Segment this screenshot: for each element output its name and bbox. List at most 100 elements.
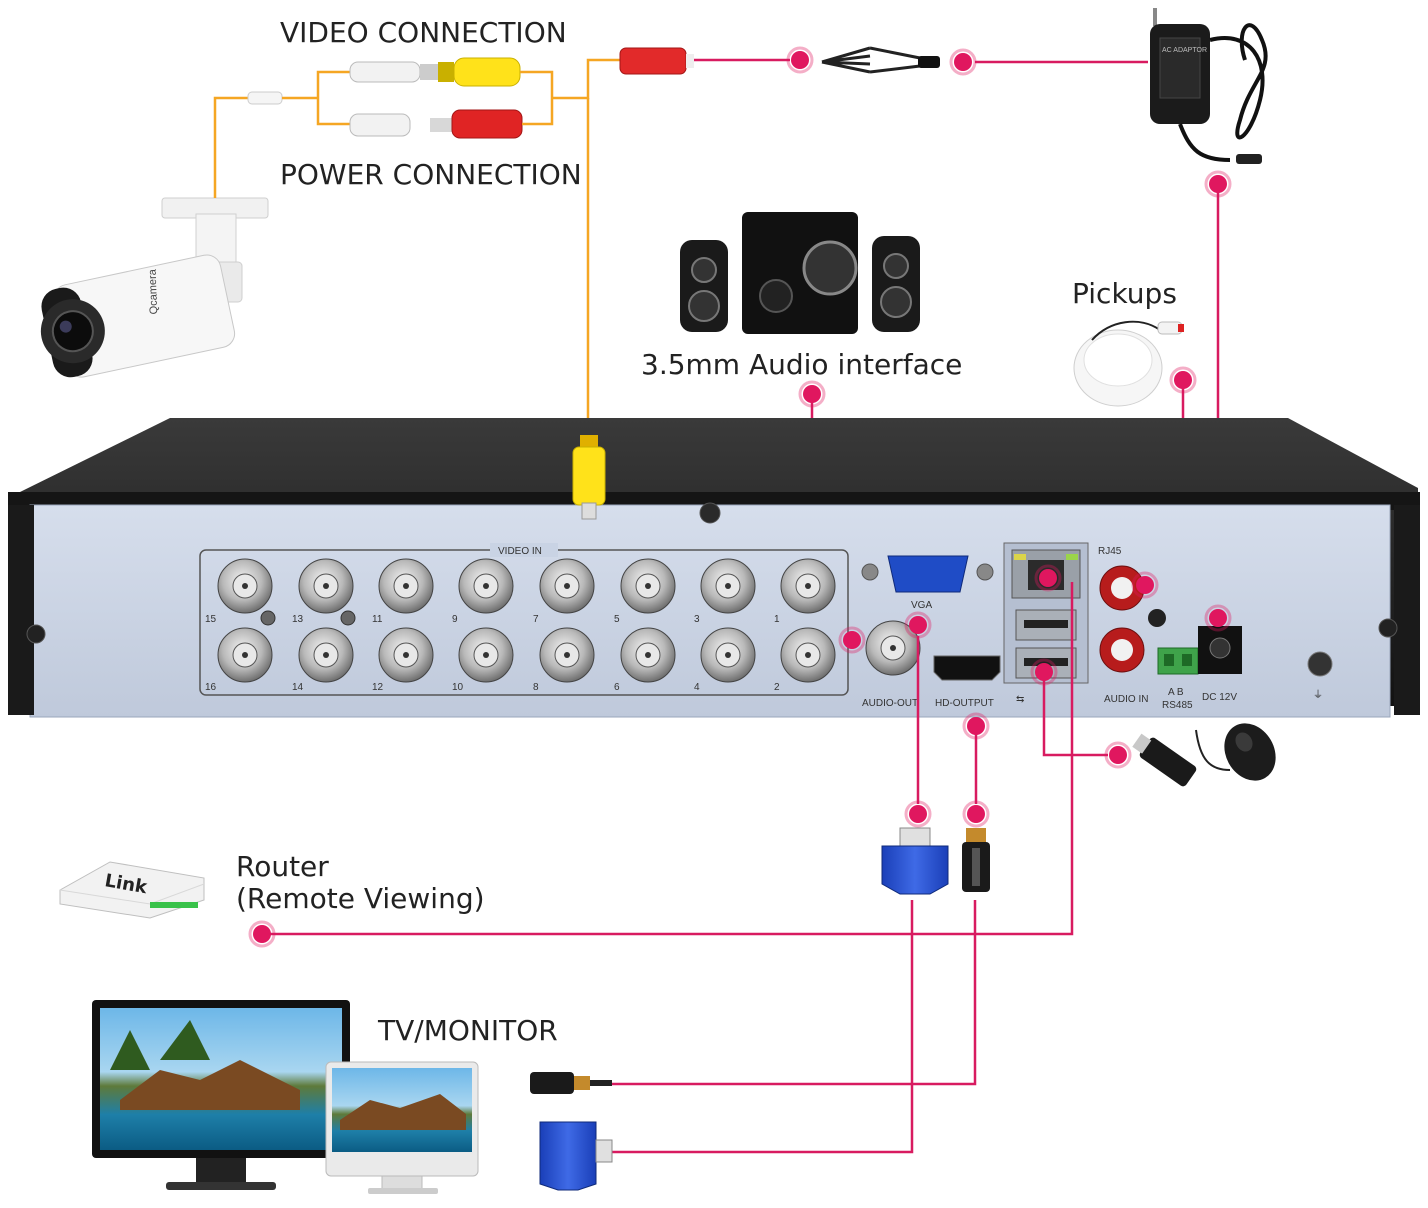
ground-symbol: ⏚ <box>1313 689 1323 701</box>
video-in-port-12 <box>378 627 434 683</box>
audio-in-port-label: AUDIO IN <box>1104 694 1148 705</box>
mouse-icon <box>1195 723 1276 781</box>
camera-brand: Qcamera <box>147 268 161 315</box>
connection-dots <box>248 46 1232 948</box>
port-number-11: 11 <box>372 614 383 625</box>
connection-dot-6 <box>1131 571 1159 599</box>
video-in-port-7 <box>539 558 595 614</box>
port-number-3: 3 <box>694 614 700 625</box>
video-connection-label: VIDEO CONNECTION <box>280 16 567 49</box>
vga-to-monitor-wire <box>612 900 914 1154</box>
video-in-port-5 <box>620 558 676 614</box>
router-remote-label: (Remote Viewing) <box>236 882 485 915</box>
hdmi-plug-icon <box>962 828 990 892</box>
dc12v-port-label: DC 12V <box>1202 692 1237 703</box>
port-number-12: 12 <box>372 682 384 693</box>
video-power-junction <box>520 58 622 126</box>
hd-output-port-label: HD-OUTPUT <box>935 698 994 709</box>
connection-dot-4 <box>798 380 826 408</box>
connection-dot-15 <box>1104 741 1132 769</box>
hdmi-port <box>933 655 1001 681</box>
audio-out-port <box>865 620 921 676</box>
audio-out-port-label: AUDIO-OUT <box>862 698 918 709</box>
port-number-1: 1 <box>774 614 780 625</box>
hdmi-plug-tv-icon <box>530 1072 612 1094</box>
speakers-icon <box>680 212 920 334</box>
audio-interface-label: 3.5mm Audio interface <box>641 348 962 381</box>
connection-dot-7 <box>1034 564 1062 592</box>
vga-port <box>861 555 994 593</box>
rs485-ab-label: A B <box>1168 687 1184 698</box>
video-in-port-8 <box>539 627 595 683</box>
connection-dot-3 <box>1204 170 1232 198</box>
tv-monitor-label: TV/MONITOR <box>377 1014 558 1047</box>
video-in-port-14 <box>298 627 354 683</box>
connection-dot-11 <box>962 712 990 740</box>
red-power-plug <box>619 47 694 75</box>
video-in-port-3 <box>700 558 756 614</box>
port-number-16: 16 <box>205 682 217 693</box>
router-icon: Link <box>59 861 205 919</box>
connection-dot-10 <box>904 611 932 639</box>
power-connection-label: POWER CONNECTION <box>280 158 582 191</box>
connection-dot-1 <box>786 46 814 74</box>
dc12v-port <box>1198 626 1242 674</box>
vga-port-label: VGA <box>911 600 932 611</box>
video-rca-connector <box>349 57 521 87</box>
video-in-port-1 <box>780 558 836 614</box>
splitter-icon <box>821 46 940 74</box>
video-in-port-4 <box>700 627 756 683</box>
connection-dot-16 <box>248 920 276 948</box>
vga-plug-monitor-icon <box>539 1121 613 1191</box>
usb-drive-icon <box>1132 733 1197 787</box>
hdmi-to-tv-wire <box>612 900 977 1086</box>
connection-dot-14 <box>962 800 990 828</box>
port-number-6: 6 <box>614 682 620 693</box>
rj45-port-label: RJ45 <box>1098 546 1122 557</box>
video-in-port-11 <box>378 558 434 614</box>
monitor-icon <box>325 1061 479 1194</box>
port-number-14: 14 <box>292 682 304 693</box>
tv-icon <box>92 1000 350 1190</box>
connection-dot-13 <box>904 800 932 828</box>
camera-icon: Qcamera <box>40 197 269 378</box>
port-number-9: 9 <box>452 614 458 625</box>
connection-dot-8 <box>1204 604 1232 632</box>
port-number-10: 10 <box>452 682 464 693</box>
port-number-7: 7 <box>533 614 539 625</box>
usb-symbol: ⇆ <box>1016 694 1024 705</box>
power-dc-connector <box>349 109 523 139</box>
vga-plug-icon <box>881 827 949 895</box>
connection-dot-9 <box>838 626 866 654</box>
video-plug-in-dvr <box>572 435 606 520</box>
power-adapter-icon: AC ADAPTOR <box>1150 8 1268 164</box>
router-label: Router <box>236 850 329 883</box>
video-in-port-16 <box>217 627 273 683</box>
video-in-label: VIDEO IN <box>498 546 542 557</box>
adapter-label: AC ADAPTOR <box>1162 47 1207 54</box>
usb-wire <box>1042 672 1108 757</box>
video-in-port-13 <box>298 558 354 614</box>
video-in-port-2 <box>780 627 836 683</box>
panel-led-2 <box>340 610 356 626</box>
connection-dot-12 <box>1030 658 1058 686</box>
port-number-15: 15 <box>205 614 217 625</box>
connection-dot-2 <box>949 48 977 76</box>
panel-led-1 <box>260 610 276 626</box>
pickups-label: Pickups <box>1072 277 1177 310</box>
ground-screw <box>1307 651 1333 677</box>
port-number-8: 8 <box>533 682 539 693</box>
port-number-5: 5 <box>614 614 620 625</box>
microphone-icon <box>1073 320 1184 407</box>
video-in-port-6 <box>620 627 676 683</box>
port-number-2: 2 <box>774 682 780 693</box>
rs485-terminal <box>1157 647 1199 675</box>
camera-cable <box>213 70 350 198</box>
port-number-13: 13 <box>292 614 304 625</box>
video-in-port-15 <box>217 558 273 614</box>
lan-wire <box>262 582 1074 936</box>
port-number-4: 4 <box>694 682 700 693</box>
rs485-port-label: RS485 <box>1162 700 1193 711</box>
